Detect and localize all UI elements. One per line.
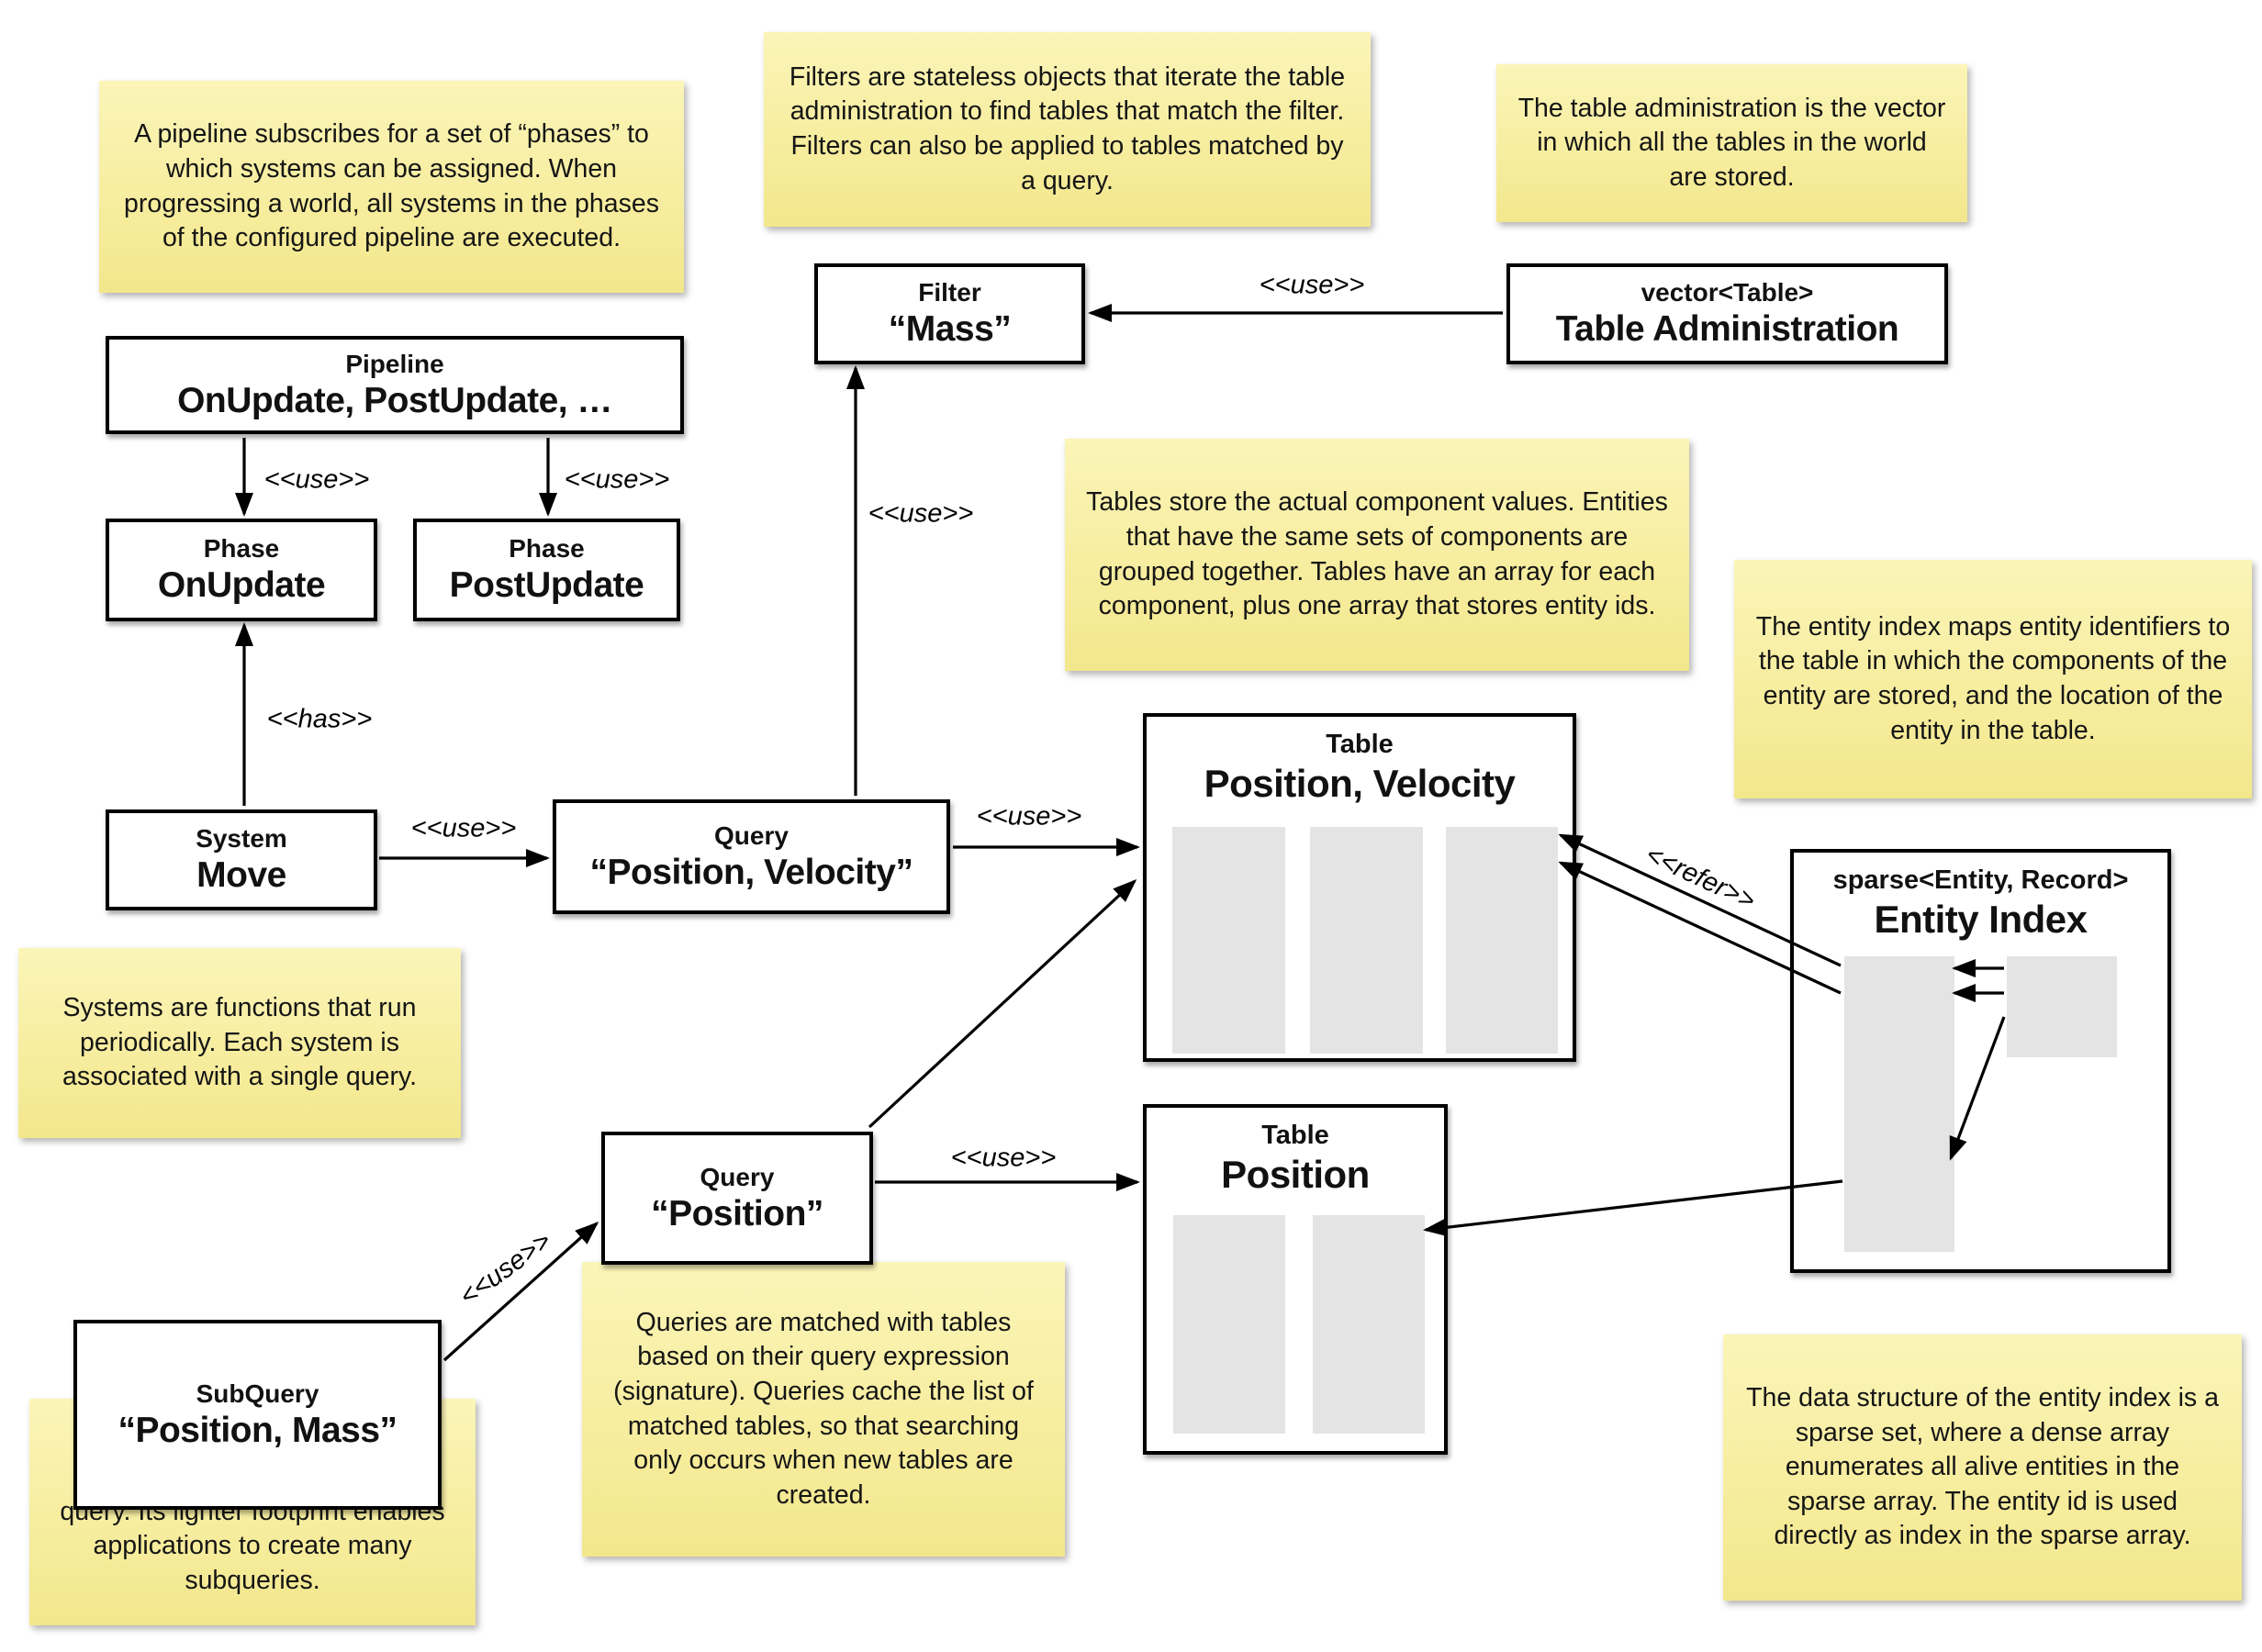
use-label-pipeline-postupdate: <<use>> [564, 464, 670, 495]
query-position-box-title: Query [700, 1162, 775, 1191]
query-position-velocity-box: Query“Position, Velocity” [553, 799, 950, 914]
table-administration-box-subtitle: Table Administration [1555, 309, 1899, 350]
table-position-box-array-1 [1173, 1215, 1285, 1434]
entity-index-box-array-1 [1844, 956, 1954, 1252]
filter-mass-box: Filter“Mass” [814, 263, 1085, 364]
filters-note: Filters are stateless objects that itera… [764, 32, 1371, 227]
arrow-querypos-tablepv [868, 878, 1137, 1129]
phase-onupdate-box-subtitle: OnUpdate [157, 565, 326, 606]
system-move-box-title: System [196, 824, 287, 854]
table-position-box-array-2 [1313, 1215, 1425, 1434]
arrow-entityindex-tablepos [1423, 1179, 1843, 1237]
table-position-velocity-box-subtitle: Position, Velocity [1204, 762, 1516, 806]
pipeline-box-subtitle: OnUpdate, PostUpdate, … [177, 380, 612, 420]
subquery-box-title: SubQuery [196, 1379, 319, 1408]
table-position-box-subtitle: Position [1221, 1153, 1370, 1197]
entity-index-box: sparse<Entity, Record>Entity Index [1790, 849, 2171, 1273]
use-label-pipeline-onupdate: <<use>> [263, 464, 370, 495]
refer-label-entityindex-tablepv: <<refer>> [1641, 840, 1760, 916]
use-label-query-tablepv: <<use>> [976, 801, 1082, 832]
queries-note: Queries are matched with tables based on… [582, 1262, 1065, 1557]
phase-onupdate-box-title: Phase [203, 534, 280, 564]
filter-mass-box-subtitle: “Mass” [888, 309, 1012, 350]
query-position-velocity-box-title: Query [714, 820, 789, 850]
use-label-querypos-tablepos: <<use>> [950, 1143, 1057, 1173]
table-position-velocity-box-title: Table [1326, 730, 1394, 759]
query-position-velocity-box-subtitle: “Position, Velocity” [589, 852, 913, 892]
table-administration-note: The table administration is the vector i… [1496, 64, 1967, 222]
phase-postupdate-box-subtitle: PostUpdate [449, 565, 644, 606]
system-move-box-subtitle: Move [196, 855, 286, 896]
use-label-move-query: <<use>> [410, 813, 517, 843]
use-label-query-filter: <<use>> [868, 498, 974, 529]
pipeline-note: A pipeline subscribes for a set of “phas… [99, 81, 684, 293]
subquery-box-subtitle: “Position, Mass” [118, 1410, 398, 1450]
use-label-subquery-querypos: <<use>> [454, 1226, 557, 1312]
table-administration-box: vector<Table>Table Administration [1506, 263, 1948, 364]
table-position-box-title: Table [1261, 1121, 1329, 1150]
filter-mass-box-title: Filter [918, 278, 981, 307]
subquery-box: SubQuery“Position, Mass” [73, 1320, 442, 1510]
table-position-velocity-box-array-2 [1310, 827, 1423, 1054]
use-label-tableadmin-filter: <<use>> [1259, 270, 1365, 300]
entity-index-box-title: sparse<Entity, Record> [1832, 865, 2129, 895]
table-position-velocity-box-array-3 [1446, 827, 1558, 1054]
phase-postupdate-box-title: Phase [509, 534, 585, 564]
entity-index-box-array-2 [2007, 956, 2117, 1057]
table-administration-box-title: vector<Table> [1641, 278, 1814, 307]
query-position-box-subtitle: “Position” [651, 1193, 823, 1233]
tables-note: Tables store the actual component values… [1065, 439, 1689, 671]
sparse-set-note: The data structure of the entity index i… [1723, 1334, 2242, 1601]
table-position-velocity-box-array-1 [1172, 827, 1285, 1054]
pipeline-box-title: Pipeline [345, 349, 444, 378]
entity-index-box-subtitle: Entity Index [1874, 898, 2088, 942]
systems-note: Systems are functions that run periodica… [18, 948, 461, 1138]
entity-index-note: The entity index maps entity identifiers… [1734, 560, 2252, 798]
has-label-move-onupdate: <<has>> [266, 704, 373, 734]
query-position-box: Query“Position” [601, 1132, 873, 1265]
